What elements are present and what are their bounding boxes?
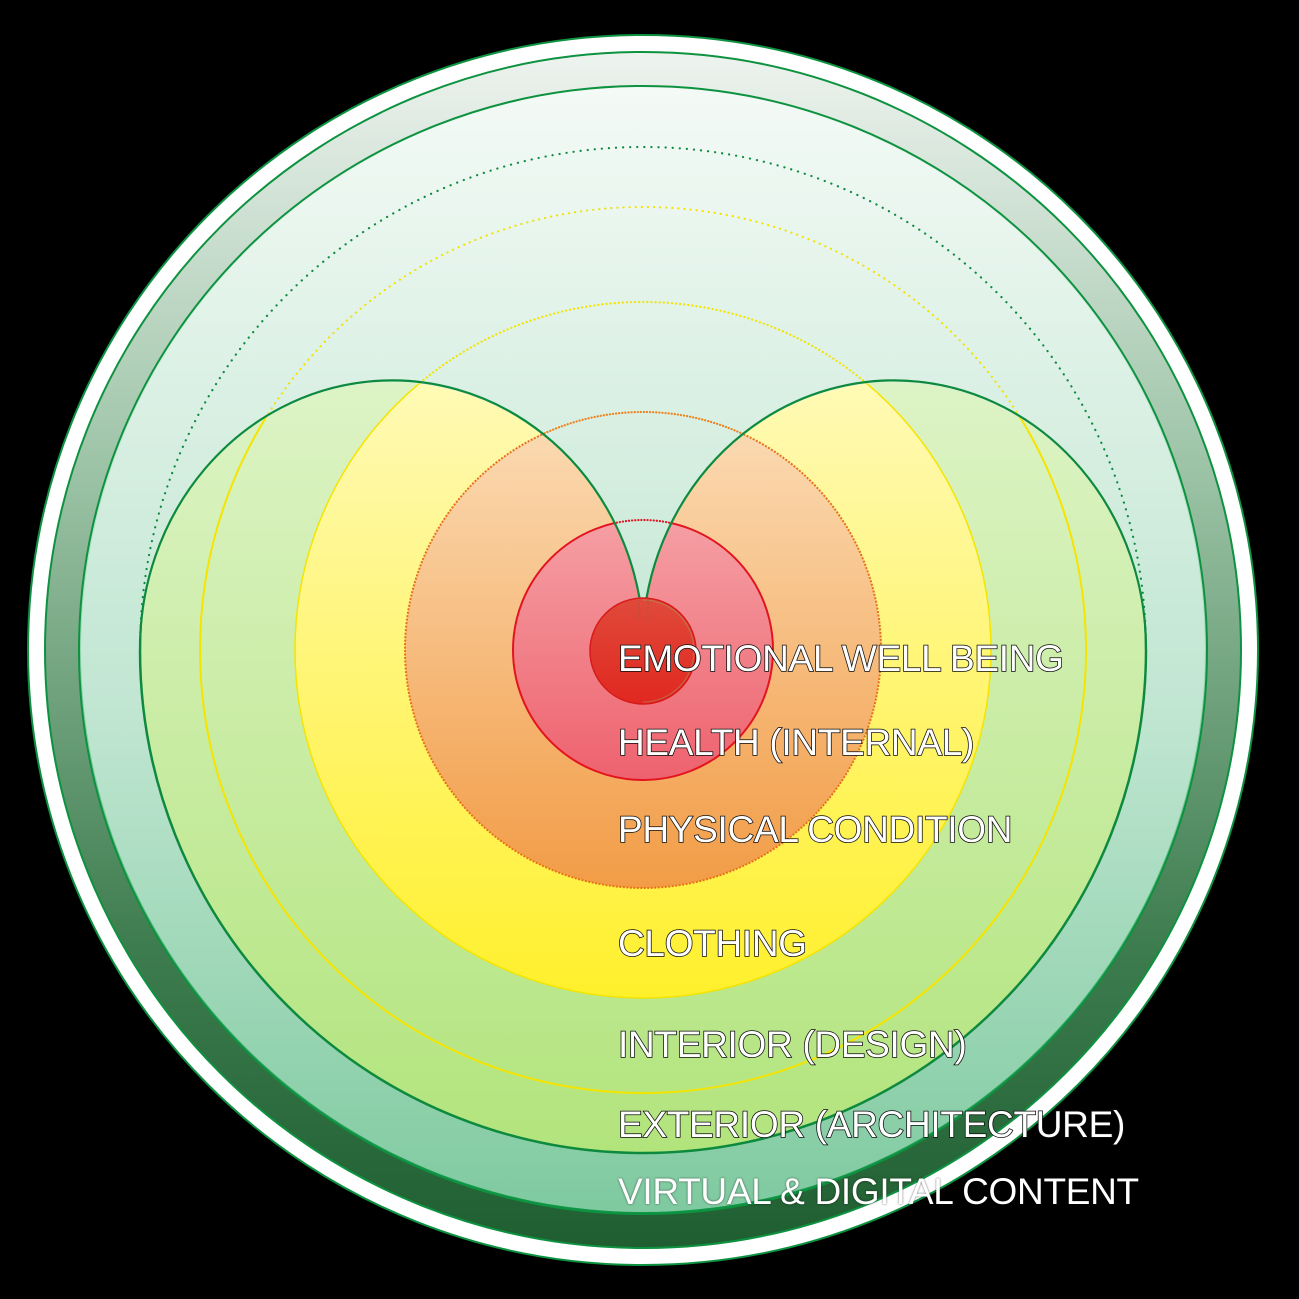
label-physical-condition: PHYSICAL CONDITION <box>617 809 1013 850</box>
ring-emotional-well-being <box>589 597 697 705</box>
label-virtual-digital-content: VIRTUAL & DIGITAL CONTENT <box>618 1171 1139 1212</box>
label-clothing: CLOTHING <box>617 923 808 964</box>
label-interior-design: INTERIOR (DESIGN) <box>617 1024 967 1065</box>
ring-interior-design <box>199 382 1087 1094</box>
label-health-internal: HEALTH (INTERNAL) <box>617 722 975 763</box>
core-inner-highlight <box>642 599 695 703</box>
label-exterior-architecture: EXTERIOR (ARCHITECTURE) <box>617 1104 1126 1145</box>
lobe-outlines <box>138 379 1148 651</box>
label-emotional-well-being: EMOTIONAL WELL BEING <box>617 638 1064 679</box>
